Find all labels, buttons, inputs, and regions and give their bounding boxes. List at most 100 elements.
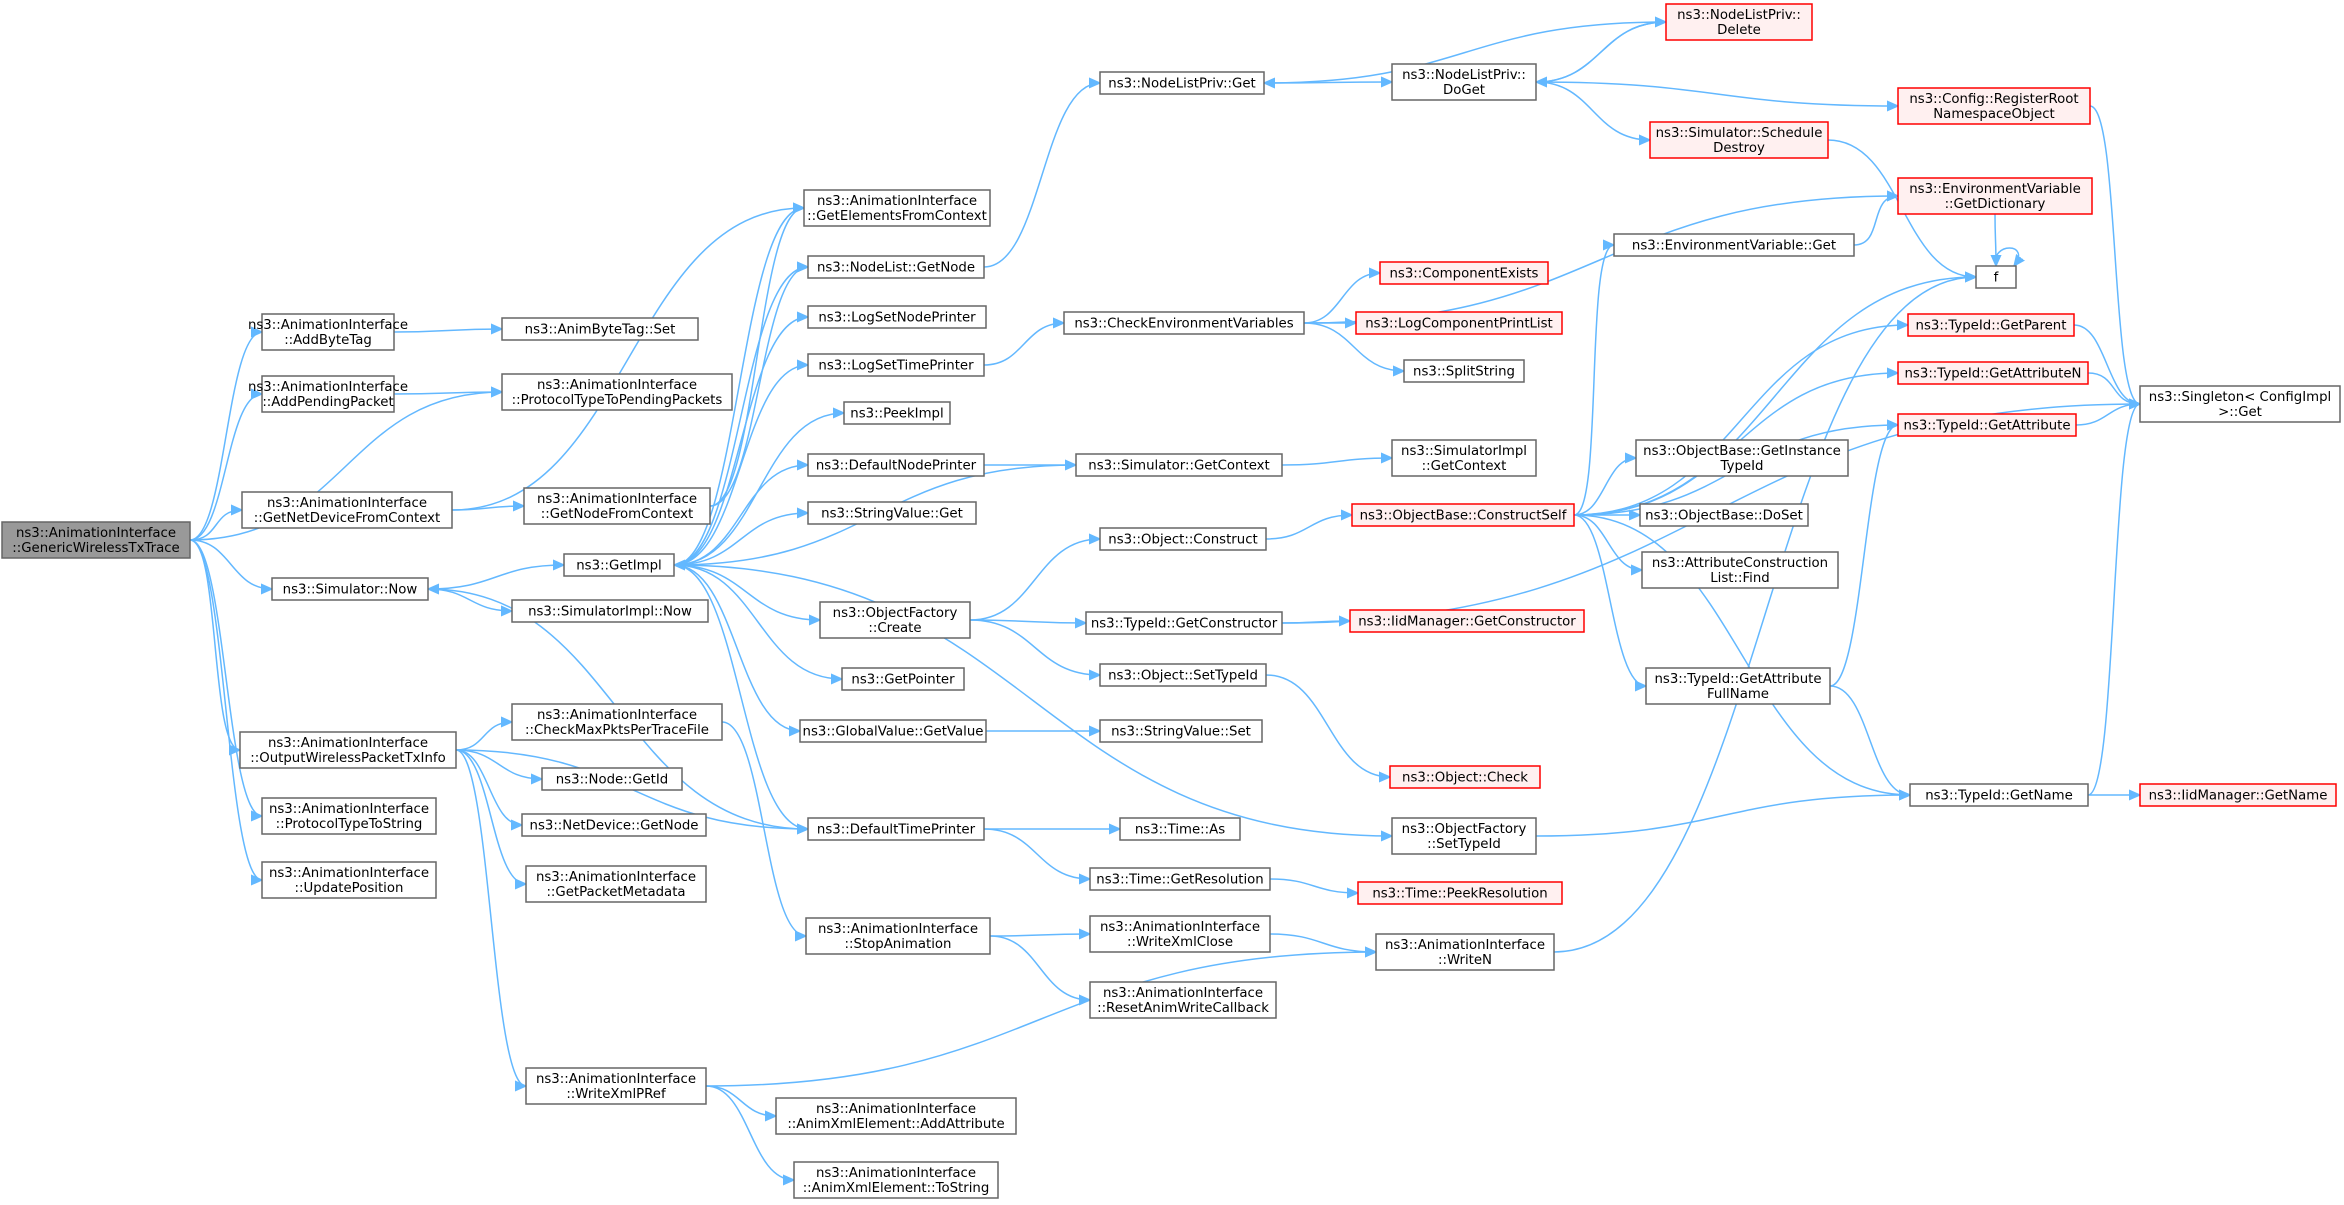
node-typeidgetname[interactable]: ns3::TypeId::GetName [1909, 783, 2089, 807]
node-nodelistprivdoget[interactable]: ns3::NodeListPriv::DoGet [1391, 63, 1537, 101]
node-writexmlpref[interactable]: ns3::AnimationInterface::WriteXmlPRef [525, 1067, 707, 1105]
node-stringvalueset[interactable]: ns3::StringValue::Set [1099, 719, 1263, 743]
node-writexmlclose[interactable]: ns3::AnimationInterface::WriteXmlClose [1089, 915, 1271, 953]
node-label: ::ProtocolTypeToString [276, 817, 423, 832]
node-componentexists[interactable]: ns3::ComponentExists [1379, 261, 1549, 285]
node-updatepos[interactable]: ns3::AnimationInterface::UpdatePosition [261, 861, 437, 899]
node-getnetdev[interactable]: ns3::AnimationInterface::GetNetDeviceFro… [241, 491, 453, 529]
node-checkmaxpkts[interactable]: ns3::AnimationInterface::CheckMaxPktsPer… [511, 703, 723, 741]
node-singletonget[interactable]: ns3::Singleton< ConfigImpl >::Get [2139, 385, 2341, 423]
node-getpktmeta[interactable]: ns3::AnimationInterface::GetPacketMetada… [525, 865, 707, 903]
node-logsettimeprinter[interactable]: ns3::LogSetTimePrinter [807, 353, 985, 377]
node-simgetcontext[interactable]: ns3::Simulator::GetContext [1075, 453, 1283, 477]
node-simimplnow[interactable]: ns3::SimulatorImpl::Now [511, 599, 709, 623]
node-logcompprintlist[interactable]: ns3::LogComponentPrintList [1355, 311, 1563, 335]
node-getelements[interactable]: ns3::AnimationInterface::GetElementsFrom… [803, 189, 991, 227]
node-label: ns3::AnimationInterface [248, 380, 408, 395]
node-splitstring[interactable]: ns3::SplitString [1403, 359, 1525, 383]
node-label: ns3::AnimationInterface [816, 1102, 976, 1117]
node-addbytetag[interactable]: ns3::AnimationInterface::AddByteTag [248, 313, 408, 351]
node-objectcheck[interactable]: ns3::Object::Check [1389, 765, 1541, 789]
node-label: TypeId [1720, 459, 1764, 474]
node-animtostring[interactable]: ns3::AnimationInterface::AnimXmlElement:… [793, 1161, 999, 1199]
node-netdevgetnode[interactable]: ns3::NetDevice::GetNode [521, 813, 707, 837]
node-simnow[interactable]: ns3::Simulator::Now [271, 577, 429, 601]
node-label: ns3::Node::GetId [556, 773, 669, 788]
node-label: ::GetNodeFromContext [541, 507, 693, 522]
node-envvarget[interactable]: ns3::EnvironmentVariable::Get [1613, 233, 1855, 257]
node-label: ns3::Object::SetTypeId [1108, 669, 1258, 684]
node-writen[interactable]: ns3::AnimationInterface::WriteN [1375, 933, 1555, 971]
node-objectsettypeid[interactable]: ns3::Object::SetTypeId [1099, 663, 1267, 687]
edge-getimpl-to-getpointer [673, 564, 842, 679]
node-label: ns3::AnimByteTag::Set [525, 323, 676, 338]
node-f[interactable]: f [1975, 265, 2017, 289]
node-label: ns3::AnimationInterface [1385, 938, 1545, 953]
node-objbasedoset[interactable]: ns3::ObjectBase::DoSet [1639, 503, 1809, 527]
node-peekimpl[interactable]: ns3::PeekImpl [843, 401, 951, 425]
node-outwireless[interactable]: ns3::AnimationInterface::OutputWirelessP… [239, 731, 457, 769]
node-timegetres[interactable]: ns3::Time::GetResolution [1089, 867, 1271, 891]
node-label: ns3::ObjectBase::GetInstance [1643, 444, 1841, 459]
node-animbytetagset[interactable]: ns3::AnimByteTag::Set [501, 317, 699, 341]
node-box [1089, 867, 1271, 891]
node-iidmgrgetctor[interactable]: ns3::IidManager::GetConstructor [1349, 609, 1585, 633]
node-objectconstruct[interactable]: ns3::Object::Construct [1099, 527, 1267, 551]
edge-writexmlpref-to-writen [705, 952, 1376, 1087]
node-nodegetid[interactable]: ns3::Node::GetId [541, 767, 683, 791]
node-iidmgrgetname[interactable]: ns3::IidManager::GetName [2139, 783, 2337, 807]
node-box [511, 599, 709, 623]
node-timepeekres[interactable]: ns3::Time::PeekResolution [1357, 881, 1563, 905]
node-box [1897, 177, 2093, 215]
node-getnodefromctx[interactable]: ns3::AnimationInterface::GetNodeFromCont… [523, 487, 711, 525]
node-box [799, 719, 987, 743]
node-prototopending[interactable]: ns3::AnimationInterface::ProtocolTypeToP… [501, 373, 733, 411]
node-nodelistprivget[interactable]: ns3::NodeListPriv::Get [1099, 71, 1265, 95]
node-objbaseconstruct[interactable]: ns3::ObjectBase::ConstructSelf [1351, 503, 1575, 527]
node-typeidgetctor[interactable]: ns3::TypeId::GetConstructor [1085, 611, 1283, 635]
node-objfactorysettypeid[interactable]: ns3::ObjectFactory::SetTypeId [1391, 817, 1537, 855]
node-box [1355, 311, 1563, 335]
node-addpending[interactable]: ns3::AnimationInterface::AddPendingPacke… [248, 375, 408, 413]
node-logsetnodeprinter[interactable]: ns3::LogSetNodePrinter [807, 305, 987, 329]
node-label: ns3::Time::As [1135, 823, 1225, 838]
node-box [1635, 439, 1849, 477]
node-envvargetdict[interactable]: ns3::EnvironmentVariable::GetDictionary [1897, 177, 2093, 215]
node-defaulttimeprinter[interactable]: ns3::DefaultTimePrinter [807, 817, 985, 841]
node-animaddattr[interactable]: ns3::AnimationInterface::AnimXmlElement:… [775, 1097, 1017, 1135]
node-typeidgetattrn[interactable]: ns3::TypeId::GetAttributeN [1897, 361, 2089, 385]
node-box [525, 1067, 707, 1105]
node-defaultnodeprinter[interactable]: ns3::DefaultNodePrinter [807, 453, 985, 477]
node-stopanimation[interactable]: ns3::AnimationInterface::StopAnimation [805, 917, 991, 955]
node-prototostr[interactable]: ns3::AnimationInterface::ProtocolTypeToS… [261, 797, 437, 835]
node-nodelistprivdelete[interactable]: ns3::NodeListPriv::Delete [1665, 3, 1813, 41]
node-simimplgetctx[interactable]: ns3::SimulatorImpl::GetContext [1391, 439, 1537, 477]
node-box [1349, 609, 1585, 633]
node-label: ns3::GetImpl [576, 559, 661, 574]
node-resetanimwrite[interactable]: ns3::AnimationInterface::ResetAnimWriteC… [1089, 981, 1277, 1019]
node-stringvalueget[interactable]: ns3::StringValue::Get [807, 501, 977, 525]
node-timeas[interactable]: ns3::Time::As [1119, 817, 1241, 841]
node-box [1, 521, 191, 559]
node-label: ns3::AnimationInterface [248, 318, 408, 333]
edge-addpending-to-prototopending [393, 392, 502, 394]
node-objfactorycreate[interactable]: ns3::ObjectFactory::Create [819, 601, 971, 639]
node-globalvalueget[interactable]: ns3::GlobalValue::GetValue [799, 719, 987, 743]
node-typeidgetparent[interactable]: ns3::TypeId::GetParent [1907, 313, 2075, 337]
edge-root-to-outwireless [189, 539, 240, 750]
node-checkenvvars[interactable]: ns3::CheckEnvironmentVariables [1063, 311, 1305, 335]
edge-nodelistprivdoget-to-configregisterroot [1535, 81, 1898, 106]
node-getimpl[interactable]: ns3::GetImpl [563, 553, 675, 577]
edge-getimpl-to-objfactorysettypeid [673, 564, 1392, 836]
edge-writexmlclose-to-writen [1269, 933, 1376, 952]
node-getpointer[interactable]: ns3::GetPointer [841, 667, 965, 691]
node-nodelistgetnode[interactable]: ns3::NodeList::GetNode [807, 255, 985, 279]
node-root[interactable]: ns3::AnimationInterface::GenericWireless… [1, 521, 191, 559]
node-typeidgetattr[interactable]: ns3::TypeId::GetAttribute [1897, 413, 2077, 437]
edge-nodelistprivdelete-to-nodelistprivget [1264, 21, 1667, 83]
